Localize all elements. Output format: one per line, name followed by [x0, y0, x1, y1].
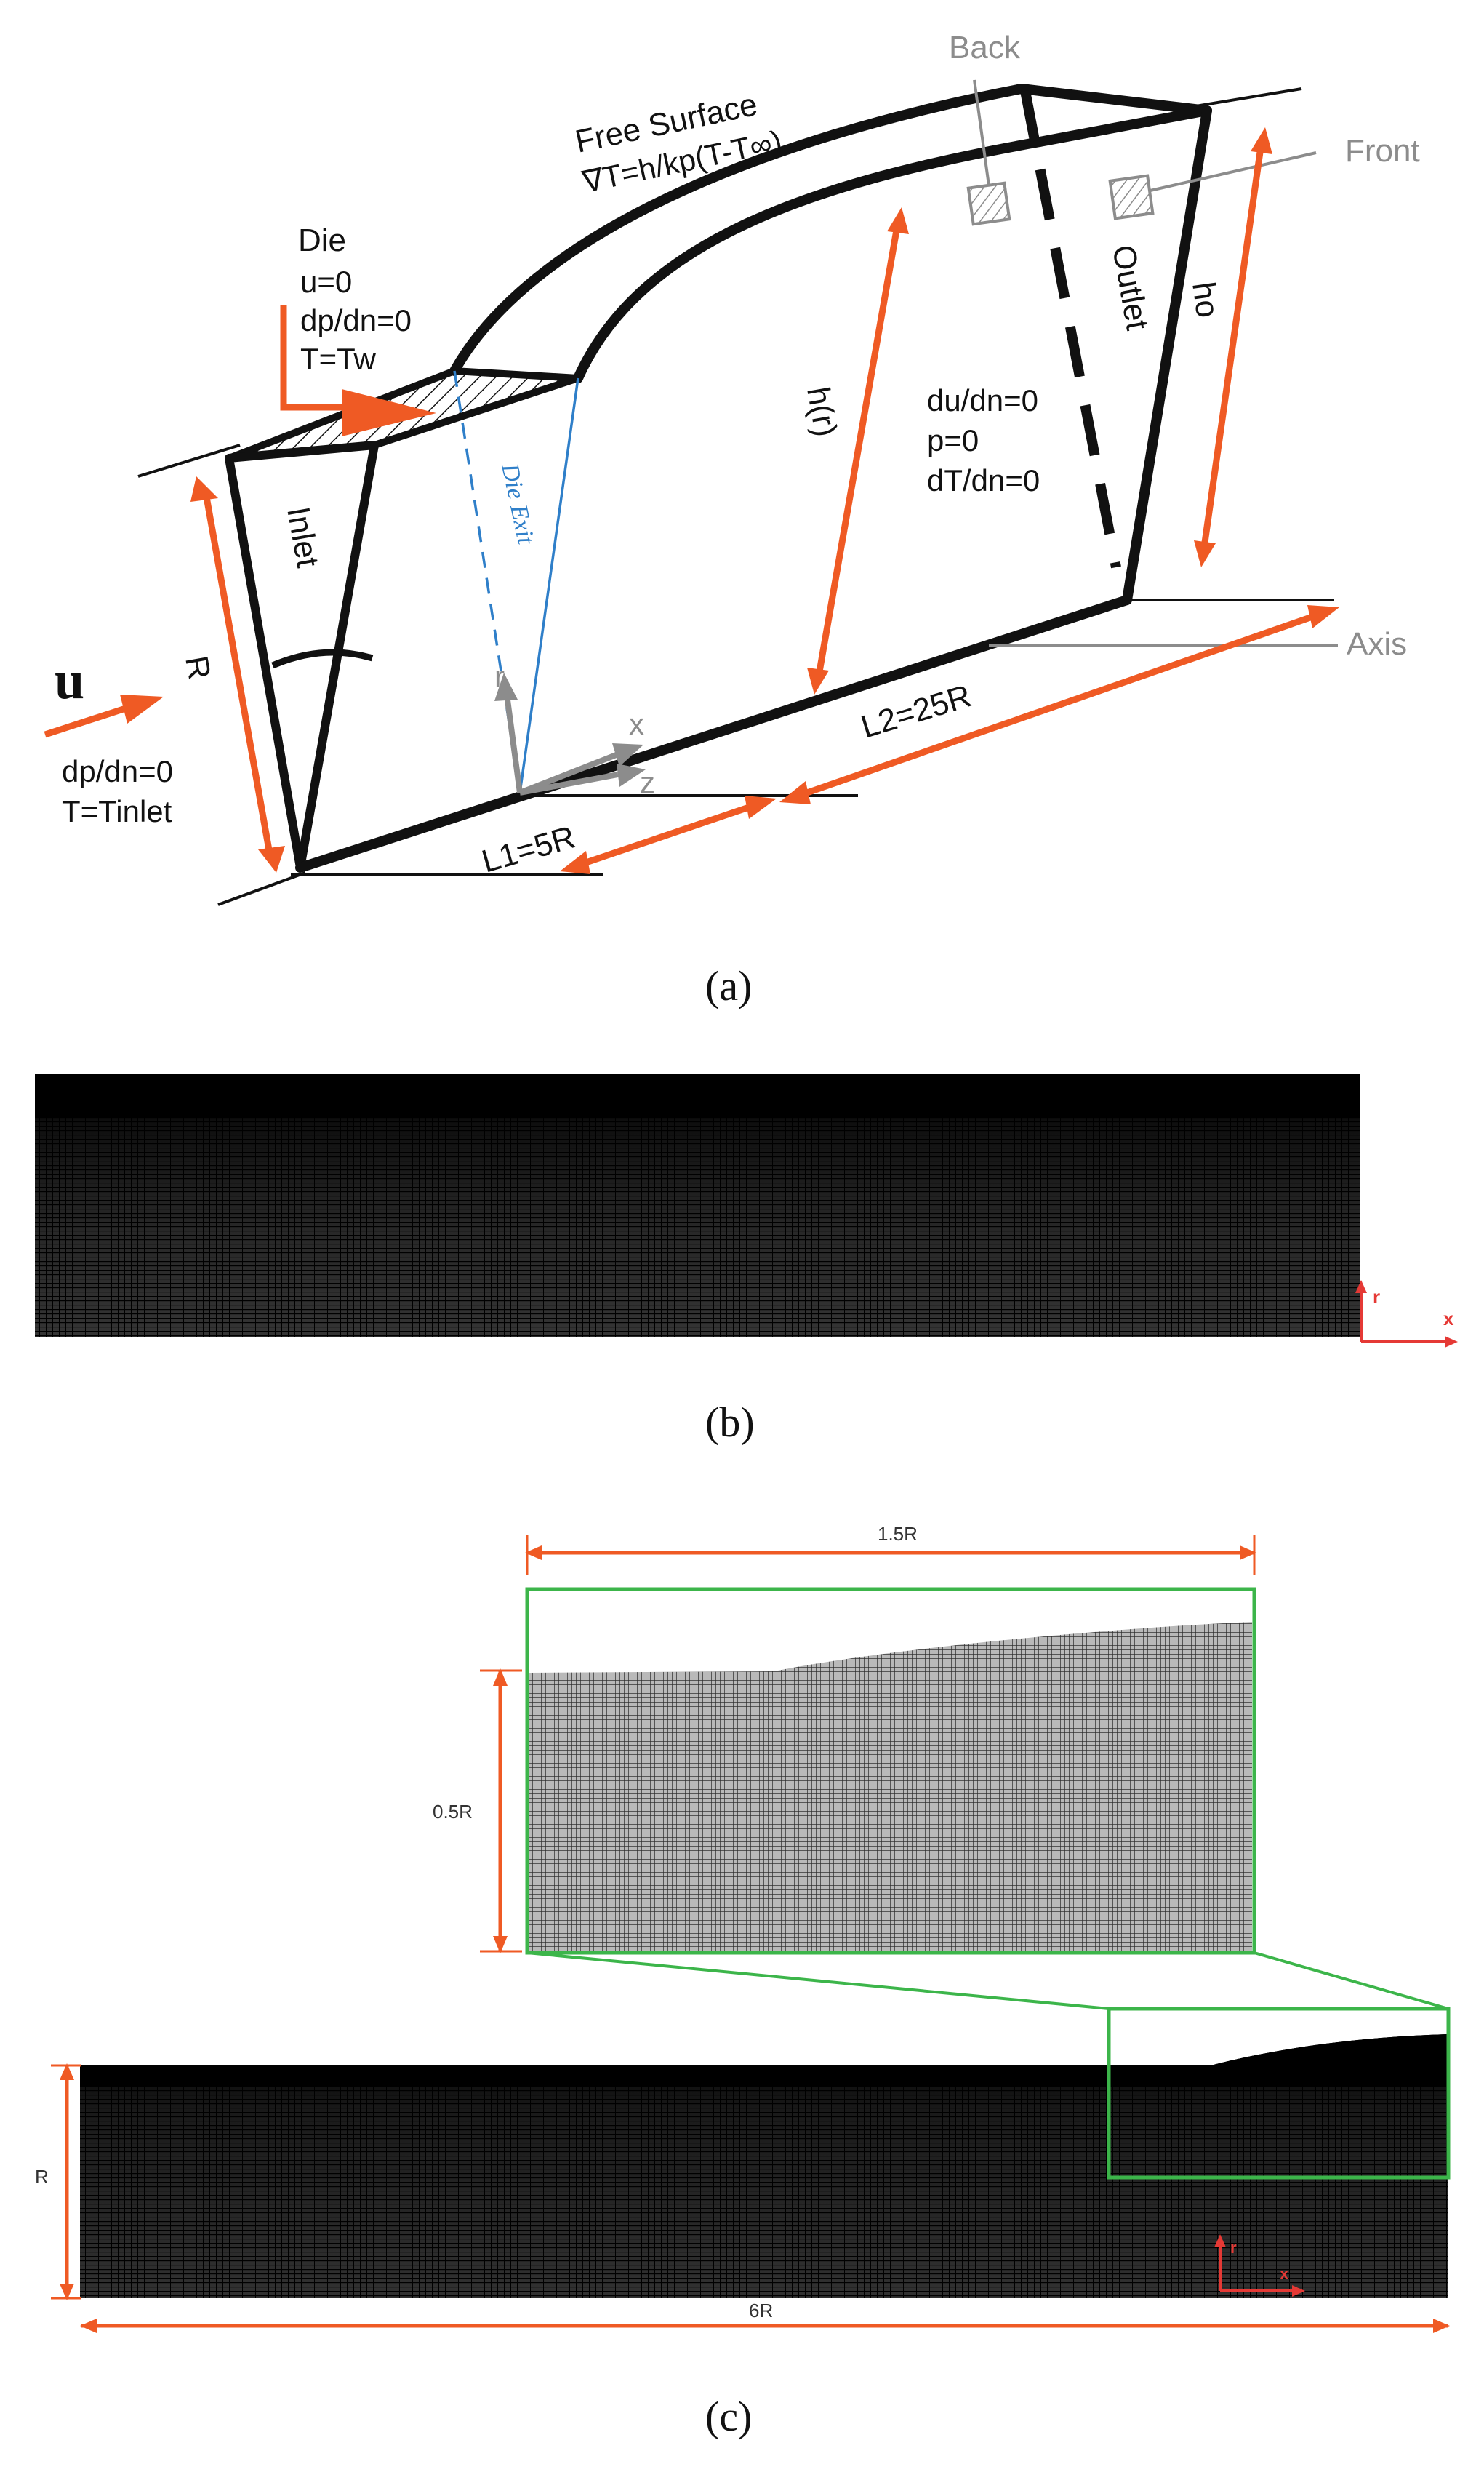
inlet-bc-temperature: T=Tinlet	[62, 794, 172, 828]
coord-r-arrowhead	[494, 673, 518, 701]
die-bc-pressure: dp/dn=0	[300, 303, 412, 337]
die-title: Die	[298, 223, 346, 258]
zoom-height-arrowhead-top	[493, 1668, 508, 1686]
panel-a: Die Exit Back Front Axis R h(r) ho Free …	[44, 30, 1420, 1009]
b-axis-x-label: x	[1443, 1308, 1454, 1329]
zoom-height-label: 0.5R	[433, 1801, 473, 1823]
l1-arrowhead-right	[745, 796, 777, 819]
bottom-axis-edge	[295, 595, 1132, 873]
die-bc-velocity: u=0	[300, 265, 352, 299]
coord-x-axis	[518, 751, 619, 796]
height-label: h(r)	[800, 384, 843, 439]
outlet-back-edge	[1020, 89, 1121, 569]
outlet-height-label: ho	[1185, 280, 1225, 320]
height-arrowhead-top	[887, 207, 909, 234]
full-length-arrowhead-right	[1433, 2319, 1450, 2333]
c-axis-r-label: r	[1230, 2239, 1237, 2257]
inlet-label: Inlet	[280, 504, 326, 569]
panel-c-caption: (c)	[705, 2393, 752, 2440]
l2-arrowhead-left	[779, 781, 811, 804]
outlet-height-dimension	[1200, 141, 1265, 553]
outlet-height-arrowhead-top	[1251, 127, 1272, 154]
coord-z-axis	[519, 772, 619, 796]
full-height-arrowhead-top	[60, 2063, 74, 2080]
c-axis-x-label: x	[1280, 2265, 1289, 2283]
inlet-top-guide	[137, 444, 241, 478]
zoom-height-arrowhead-bottom	[493, 1936, 508, 1953]
back-label: Back	[949, 30, 1021, 65]
zoom-inset-mesh	[529, 1622, 1252, 1951]
die-pointer-arrowhead	[342, 389, 436, 436]
height-dimension	[814, 221, 902, 681]
mesh-c-top-band	[80, 2034, 1448, 2087]
front-marker	[1108, 174, 1155, 220]
mesh-b-shading	[35, 1074, 1360, 1337]
coord-r-axis	[504, 694, 523, 793]
outlet-label: Outlet	[1105, 242, 1155, 332]
die-exit-label: Die Exit	[496, 460, 540, 548]
free-surface-back	[449, 84, 1027, 376]
zoom-width-arrowhead-left	[525, 1545, 542, 1560]
l2-label: L2=25R	[857, 678, 976, 745]
coord-r-label: r	[494, 660, 505, 694]
l2-arrowhead-right	[1307, 605, 1339, 628]
axis-label: Axis	[1347, 626, 1407, 662]
b-axis-r-label: r	[1373, 1286, 1380, 1308]
inlet-bc-pressure: dp/dn=0	[62, 754, 173, 788]
radius-arrowhead-bottom	[258, 846, 285, 873]
full-height-arrowhead-bottom	[60, 2284, 74, 2300]
full-length-label: 6R	[749, 2300, 773, 2321]
inlet-velocity-arrow	[44, 702, 136, 738]
panel-c: 1.5R 0.5R R 6R r	[35, 1523, 1451, 2440]
die-exit-solid	[518, 377, 579, 793]
height-arrowhead-bottom	[807, 668, 829, 695]
zoom-connector-left	[526, 1951, 1110, 2010]
outlet-height-arrowhead-bottom	[1194, 540, 1216, 567]
panel-b: r x (b)	[35, 1074, 1458, 1446]
radius-dimension	[201, 488, 274, 859]
c-axis-r-arrowhead	[1214, 2234, 1226, 2247]
outlet-bc-pressure: p=0	[927, 423, 979, 457]
zoom-width-arrowhead-right	[1240, 1545, 1256, 1560]
inlet-face	[225, 441, 379, 872]
inlet-bottom-guide	[217, 871, 306, 906]
mesh-c-shading	[80, 2034, 1448, 2298]
free-surface-front	[573, 137, 1045, 383]
back-leader	[973, 79, 990, 186]
panel-b-caption: (b)	[705, 1399, 755, 1446]
panel-a-caption: (a)	[705, 962, 752, 1009]
front-label: Front	[1345, 133, 1420, 169]
b-axis-r-arrowhead	[1355, 1280, 1367, 1293]
coord-x-label: x	[629, 707, 644, 741]
die-bc-temperature: T=Tw	[300, 342, 377, 376]
b-axis-x-arrowhead	[1445, 1336, 1458, 1348]
c-axis-x-arrowhead	[1292, 2285, 1305, 2297]
inlet-velocity-symbol: u	[55, 651, 84, 711]
outlet-bc-temperature: dT/dn=0	[927, 463, 1040, 497]
zoom-region-box	[1107, 2007, 1451, 2180]
outlet-top-edge	[1021, 84, 1212, 147]
inlet-angle-arc	[271, 649, 374, 669]
mesh-b-top-band	[35, 1074, 1360, 1118]
outlet-bc-velocity: du/dn=0	[927, 383, 1038, 417]
zoom-connector-right	[1254, 1951, 1449, 2010]
l1-arrowhead-left	[560, 851, 590, 874]
coord-z-label: z	[640, 765, 655, 799]
front-leader	[1150, 151, 1317, 192]
coord-x-arrowhead	[612, 743, 643, 767]
full-length-arrowhead-left	[80, 2319, 97, 2333]
zoom-width-label: 1.5R	[878, 1523, 918, 1545]
inlet-velocity-arrowhead	[120, 695, 164, 724]
full-height-label: R	[35, 2166, 49, 2188]
coord-z-arrowhead	[617, 764, 646, 787]
radius-label: R	[178, 653, 217, 682]
l2-dimension	[806, 613, 1314, 796]
outlet-front-edge	[1122, 105, 1212, 605]
back-marker	[966, 181, 1011, 226]
l1-dimension	[580, 804, 750, 868]
radius-arrowhead-top	[190, 476, 218, 502]
